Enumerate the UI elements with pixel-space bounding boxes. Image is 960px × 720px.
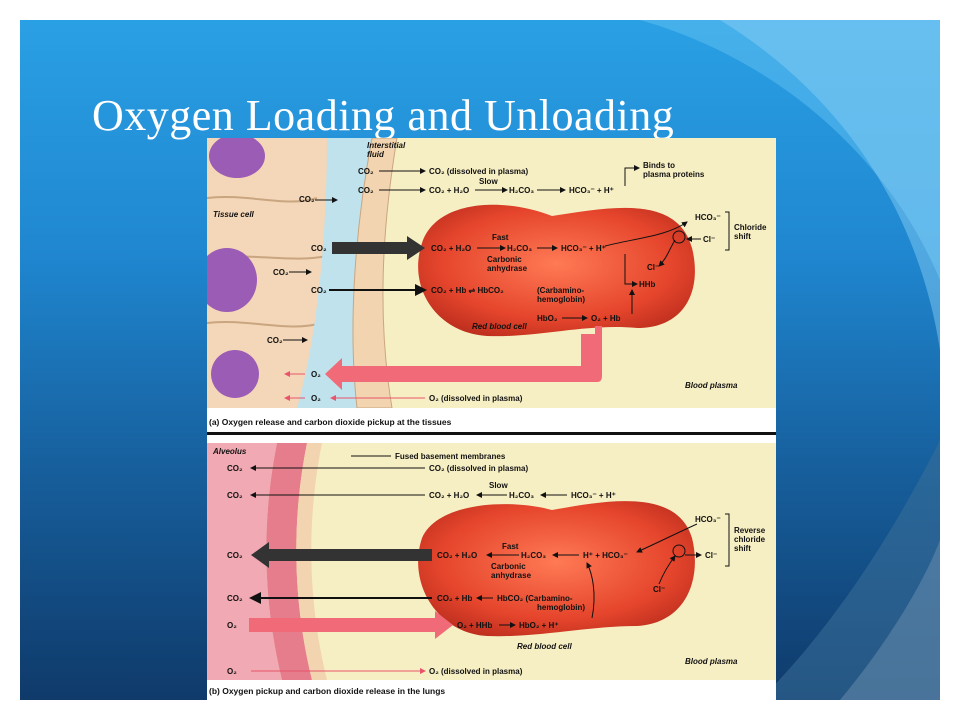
carbamino-left-label: CO₂ + Hb: [437, 594, 472, 603]
carbamino-label: (Carbamino-: [537, 286, 584, 295]
carbamino-right-label: HbCO₂ (Carbamino-: [497, 594, 573, 603]
rbc-b: [418, 501, 695, 637]
caption-b: (b) Oxygen pickup and carbon dioxide rel…: [209, 686, 445, 696]
blood-plasma-label: Blood plasma: [685, 381, 738, 390]
slow-reaction: CO₂ + H₂O: [429, 491, 469, 500]
co2-label: CO₂: [227, 464, 243, 473]
slide-title: Oxygen Loading and Unloading: [92, 91, 675, 140]
panel-b: Alveolus Fused basement membranes CO₂ CO…: [207, 443, 776, 680]
co2-label: CO₂: [227, 491, 243, 500]
h2co3-label: H₂CO₃: [509, 186, 534, 195]
o2-hb-label: O₂ + Hb: [591, 314, 621, 323]
cl-inside-label: Cl⁻: [653, 585, 665, 594]
hco3-label: HCO₃⁻ + H⁺: [571, 491, 616, 500]
h2co3-label: H₂CO₃: [507, 244, 532, 253]
binds-to-label: Binds to: [643, 161, 675, 170]
h2co3-label: H₂CO₃: [521, 551, 546, 560]
chloride-label: chloride: [734, 535, 766, 544]
o2-label: O₂: [311, 394, 321, 403]
h2co3-label: H₂CO₃: [509, 491, 534, 500]
carbonic-label: Carbonic: [487, 255, 522, 264]
hco3-right-label: HCO₃⁻: [695, 213, 721, 222]
o2-label: O₂: [311, 370, 321, 379]
chloride-label: Chloride: [734, 223, 767, 232]
co2-dissolved-label: CO₂ (dissolved in plasma): [429, 167, 528, 176]
fast-reaction: CO₂ + H₂O: [431, 244, 471, 253]
slow-label: Slow: [489, 481, 508, 490]
hco3-label: HCO₃⁻ + H⁺: [569, 186, 614, 195]
o2-label: O₂: [227, 667, 237, 676]
rbc-a: [418, 204, 695, 337]
gas-exchange-figure: Interstitial fluid Tissue cell CO₂ CO₂ (…: [197, 134, 776, 700]
co2-label: CO₂: [299, 195, 315, 204]
shift-label: shift: [734, 232, 751, 241]
rbc-label: Red blood cell: [517, 642, 572, 651]
shift-label: shift: [734, 544, 751, 553]
caption-a: (a) Oxygen release and carbon dioxide pi…: [209, 417, 452, 427]
co2-label: CO₂: [311, 286, 327, 295]
hco3-label: HCO₃⁻ + H⁺: [561, 244, 606, 253]
co2-label: CO₂: [267, 336, 283, 345]
blood-plasma-label: Blood plasma: [685, 657, 738, 666]
co2-label: CO₂: [227, 594, 243, 603]
co2-label: CO₂: [358, 167, 374, 176]
hbo2-label: HbO₂: [537, 314, 558, 323]
o2-label: O₂: [227, 621, 237, 630]
anhydrase-label: anhydrase: [491, 571, 532, 580]
hco3-label: H⁺ + HCO₃⁻: [583, 551, 628, 560]
carbamino-reaction: CO₂ + Hb ⇌ HbCO₂: [431, 286, 504, 295]
label-tissue-cell: Tissue cell: [213, 210, 255, 219]
background-curves: [640, 20, 940, 700]
o2-dissolved-label: O₂ (dissolved in plasma): [429, 667, 523, 676]
fast-label: Fast: [492, 233, 509, 242]
alveolus-label: Alveolus: [212, 447, 247, 456]
co2-label: CO₂: [358, 186, 374, 195]
hemoglobin-label: hemoglobin): [537, 603, 585, 612]
cl-label: Cl⁻: [705, 551, 717, 560]
label-interstitial: Interstitial: [367, 141, 406, 150]
co2-label: CO₂: [227, 551, 243, 560]
fast-reaction: CO₂ + H₂O: [437, 551, 477, 560]
slow-reaction: CO₂ + H₂O: [429, 186, 469, 195]
co2-label: CO₂: [311, 244, 327, 253]
cl-inside-label: Cl⁻: [647, 263, 659, 272]
o2-hhb-label: O₂ + HHb: [457, 621, 492, 630]
reverse-label: Reverse: [734, 526, 766, 535]
hemoglobin-label: hemoglobin): [537, 295, 585, 304]
hbo2-h-label: HbO₂ + H⁺: [519, 621, 559, 630]
carbonic-label: Carbonic: [491, 562, 526, 571]
slow-label: Slow: [479, 177, 498, 186]
anhydrase-label: anhydrase: [487, 264, 528, 273]
co2-label: CO₂: [273, 268, 289, 277]
gas-exchange-diagram: Interstitial fluid Tissue cell CO₂ CO₂ (…: [197, 134, 776, 700]
panel-a: Interstitial fluid Tissue cell CO₂ CO₂ (…: [197, 134, 776, 409]
plasma-proteins-label: plasma proteins: [643, 170, 705, 179]
hco3-right-label: HCO₃⁻: [695, 515, 721, 524]
rbc-label: Red blood cell: [472, 322, 527, 331]
fused-membranes-label: Fused basement membranes: [395, 452, 506, 461]
hhb-label: HHb: [639, 280, 656, 289]
label-fluid: fluid: [367, 150, 385, 159]
cl-label: Cl⁻: [703, 235, 715, 244]
fast-label: Fast: [502, 542, 519, 551]
o2-dissolved-label: O₂ (dissolved in plasma): [429, 394, 523, 403]
co2-dissolved-label: CO₂ (dissolved in plasma): [429, 464, 528, 473]
